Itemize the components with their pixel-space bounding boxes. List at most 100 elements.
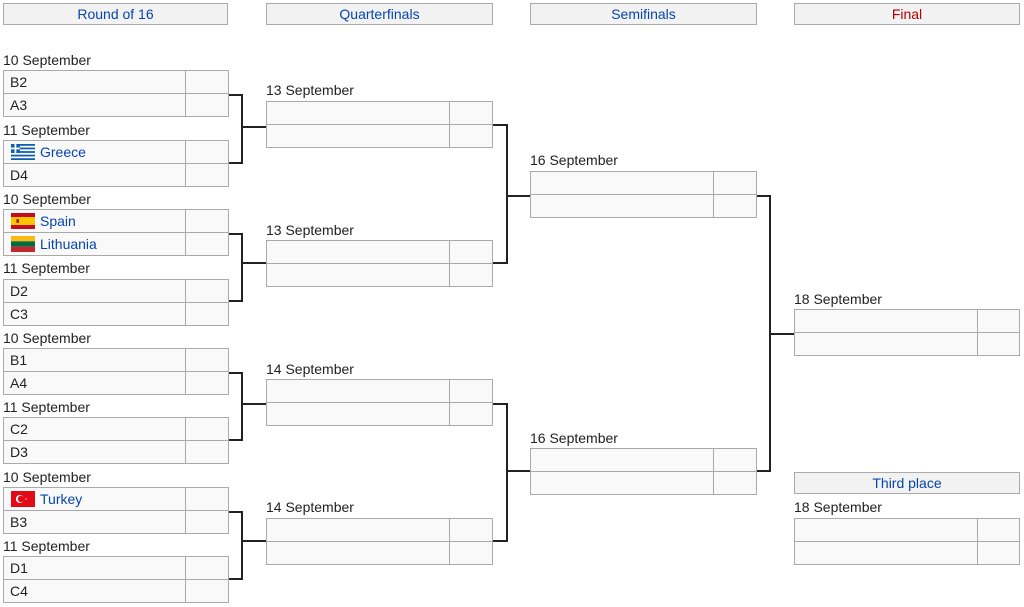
score-cell <box>185 440 229 464</box>
score-cell <box>449 240 493 264</box>
team-slot: A3 <box>3 93 186 117</box>
score-cell <box>185 209 229 233</box>
score-cell <box>977 332 1020 356</box>
greece-flag-icon <box>11 144 35 160</box>
team-slot: C3 <box>3 302 186 326</box>
spain-flag-icon <box>11 213 35 229</box>
team-slot: Lithuania <box>3 232 186 256</box>
team-slot: C2 <box>3 417 186 441</box>
score-cell <box>713 448 757 472</box>
match-date: 11 September <box>3 538 90 554</box>
match-date: 10 September <box>3 330 91 346</box>
team-link-lithuania[interactable]: Lithuania <box>40 236 97 252</box>
score-cell <box>713 171 757 195</box>
score-cell <box>449 263 493 287</box>
score-cell <box>449 518 493 542</box>
team-slot: D2 <box>3 279 186 303</box>
team-slot <box>266 263 450 287</box>
team-label: D3 <box>10 444 28 460</box>
team-slot <box>266 402 450 426</box>
team-label: B2 <box>10 74 28 90</box>
score-cell <box>185 371 229 395</box>
connector-qf-2 <box>493 403 530 542</box>
match-date: 10 September <box>3 52 91 68</box>
team-label: B1 <box>10 352 28 368</box>
score-cell <box>185 70 229 94</box>
match-date: 16 September <box>530 152 618 168</box>
team-slot <box>794 518 978 542</box>
score-cell <box>449 402 493 426</box>
connector-r16-3 <box>229 372 266 441</box>
score-cell <box>449 101 493 125</box>
team-label: D1 <box>10 560 28 576</box>
match-date: 10 September <box>3 191 91 207</box>
score-cell <box>977 309 1020 333</box>
match-date: 11 September <box>3 122 90 138</box>
team-label: C3 <box>10 306 28 322</box>
score-cell <box>185 556 229 580</box>
team-slot: C4 <box>3 579 186 603</box>
match-date: 14 September <box>266 361 354 377</box>
score-cell <box>185 279 229 303</box>
team-slot <box>266 101 450 125</box>
connector-qf-1 <box>493 124 530 264</box>
team-label: B3 <box>10 514 28 530</box>
team-slot <box>530 171 714 195</box>
team-slot <box>530 194 714 218</box>
team-link-turkey[interactable]: Turkey <box>40 491 83 507</box>
match-date: 13 September <box>266 82 354 98</box>
team-label: C2 <box>10 421 28 437</box>
header-round-of-16: Round of 16 <box>3 3 228 25</box>
team-slot: A4 <box>3 371 186 395</box>
score-cell <box>449 124 493 148</box>
score-cell <box>185 140 229 164</box>
match-date: 11 September <box>3 399 90 415</box>
score-cell <box>185 348 229 372</box>
team-label: D2 <box>10 283 28 299</box>
score-cell <box>185 487 229 511</box>
team-slot: Greece <box>3 140 186 164</box>
header-semifinals: Semifinals <box>530 3 757 25</box>
team-label: A3 <box>10 97 28 113</box>
score-cell <box>185 579 229 603</box>
team-slot <box>530 448 714 472</box>
score-cell <box>185 510 229 534</box>
team-slot: D1 <box>3 556 186 580</box>
turkey-flag-icon <box>11 491 35 507</box>
score-cell <box>185 93 229 117</box>
match-date: 18 September <box>794 291 882 307</box>
score-cell <box>713 194 757 218</box>
connector-r16-2 <box>229 233 266 302</box>
match-date: 10 September <box>3 469 91 485</box>
team-slot: Spain <box>3 209 186 233</box>
team-label: A4 <box>10 375 28 391</box>
score-cell <box>713 471 757 495</box>
team-slot: B3 <box>3 510 186 534</box>
match-date: 11 September <box>3 260 90 276</box>
score-cell <box>449 379 493 403</box>
team-link-spain[interactable]: Spain <box>40 213 76 229</box>
team-slot: B2 <box>3 70 186 94</box>
score-cell <box>185 163 229 187</box>
team-slot <box>266 240 450 264</box>
header-final: Final <box>794 3 1020 25</box>
match-date: 18 September <box>794 499 882 515</box>
connector-r16-1 <box>229 94 266 164</box>
match-date: 13 September <box>266 222 354 238</box>
score-cell <box>449 541 493 565</box>
team-link-greece[interactable]: Greece <box>40 144 86 160</box>
team-slot <box>266 124 450 148</box>
lithuania-flag-icon <box>11 236 35 252</box>
team-label: C4 <box>10 583 28 599</box>
team-slot: D3 <box>3 440 186 464</box>
team-slot <box>530 471 714 495</box>
connector-sf <box>757 195 794 472</box>
connector-r16-4 <box>229 511 266 580</box>
team-slot: Turkey <box>3 487 186 511</box>
score-cell <box>185 232 229 256</box>
team-slot: D4 <box>3 163 186 187</box>
team-slot <box>266 379 450 403</box>
team-slot: B1 <box>3 348 186 372</box>
score-cell <box>185 417 229 441</box>
